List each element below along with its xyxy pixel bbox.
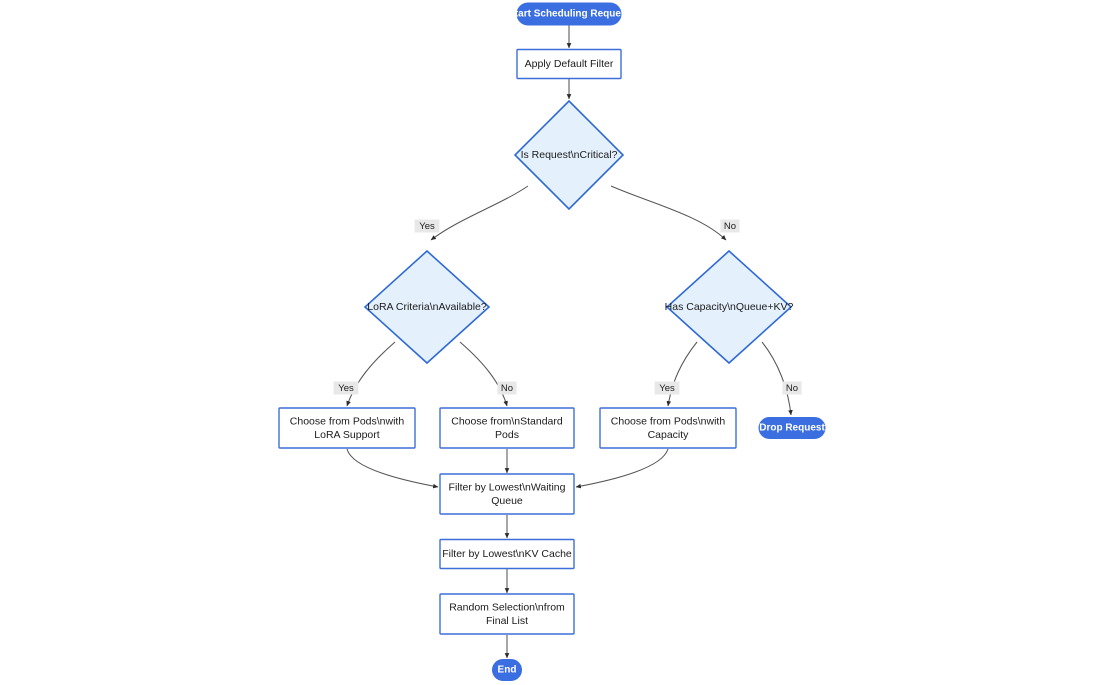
flow-edge-is_critical-to-lora_criteria: [430, 185, 529, 241]
flow-node-has_capacity[interactable]: Has Capacity\nQueue+KV?: [665, 249, 794, 365]
flow-edge-has_capacity-to-pods_capacity: [666, 341, 698, 407]
flow-edge-has_capacity-to-drop_request: [761, 341, 793, 416]
edge-label-is_critical-no: No: [720, 219, 740, 233]
node-shape-pill: [516, 2, 622, 26]
flow-node-start[interactable]: Start Scheduling Request: [508, 2, 631, 26]
flow-node-filter_kv[interactable]: Filter by Lowest\nKV Cache: [439, 538, 575, 570]
node-shape-rect: [516, 48, 622, 80]
node-shape-rect: [439, 593, 575, 635]
edge-label-plate: [414, 219, 440, 233]
edge-label-plate: [333, 381, 359, 395]
node-shape-rect: [439, 407, 575, 449]
edge-label-plate: [654, 381, 680, 395]
node-shape-diamond: [665, 249, 793, 365]
flow-edge-is_critical-to-has_capacity: [610, 185, 727, 241]
flow-node-is_critical[interactable]: Is Request\nCritical?: [513, 99, 625, 211]
node-shape-diamond: [513, 99, 625, 211]
edge-label-has_capacity-no: No: [782, 381, 802, 395]
flow-node-drop_request[interactable]: Drop Request: [758, 417, 826, 439]
flow-edge-lora_criteria-to-pods_lora: [346, 341, 396, 407]
edge-label-has_capacity-yes: Yes: [654, 381, 680, 395]
flow-edge-pods_lora-to-filter_queue: [346, 448, 439, 489]
edge-label-plate: [497, 381, 517, 395]
flow-node-apply_filter[interactable]: Apply Default Filter: [516, 48, 622, 80]
node-shape-rect: [599, 407, 737, 449]
node-shape-rect: [439, 473, 575, 515]
node-shape-pill: [492, 659, 522, 681]
node-shape-pill: [758, 417, 826, 439]
edge-label-plate: [782, 381, 802, 395]
flow-node-lora_criteria[interactable]: LoRA Criteria\nAvailable?: [363, 249, 491, 365]
edge-label-is_critical-yes: Yes: [414, 219, 440, 233]
flow-node-end[interactable]: End: [492, 659, 522, 681]
flow-edge-pods_capacity-to-filter_queue: [575, 448, 669, 489]
edge-label-lora_criteria-no: No: [497, 381, 517, 395]
edges-layer: [346, 25, 793, 659]
node-shape-diamond: [363, 249, 491, 365]
edge-label-plate: [720, 219, 740, 233]
node-shape-rect: [439, 538, 575, 570]
edge-label-lora_criteria-yes: Yes: [333, 381, 359, 395]
flow-edge-lora_criteria-to-pods_standard: [459, 341, 508, 407]
node-shape-rect: [278, 407, 416, 449]
